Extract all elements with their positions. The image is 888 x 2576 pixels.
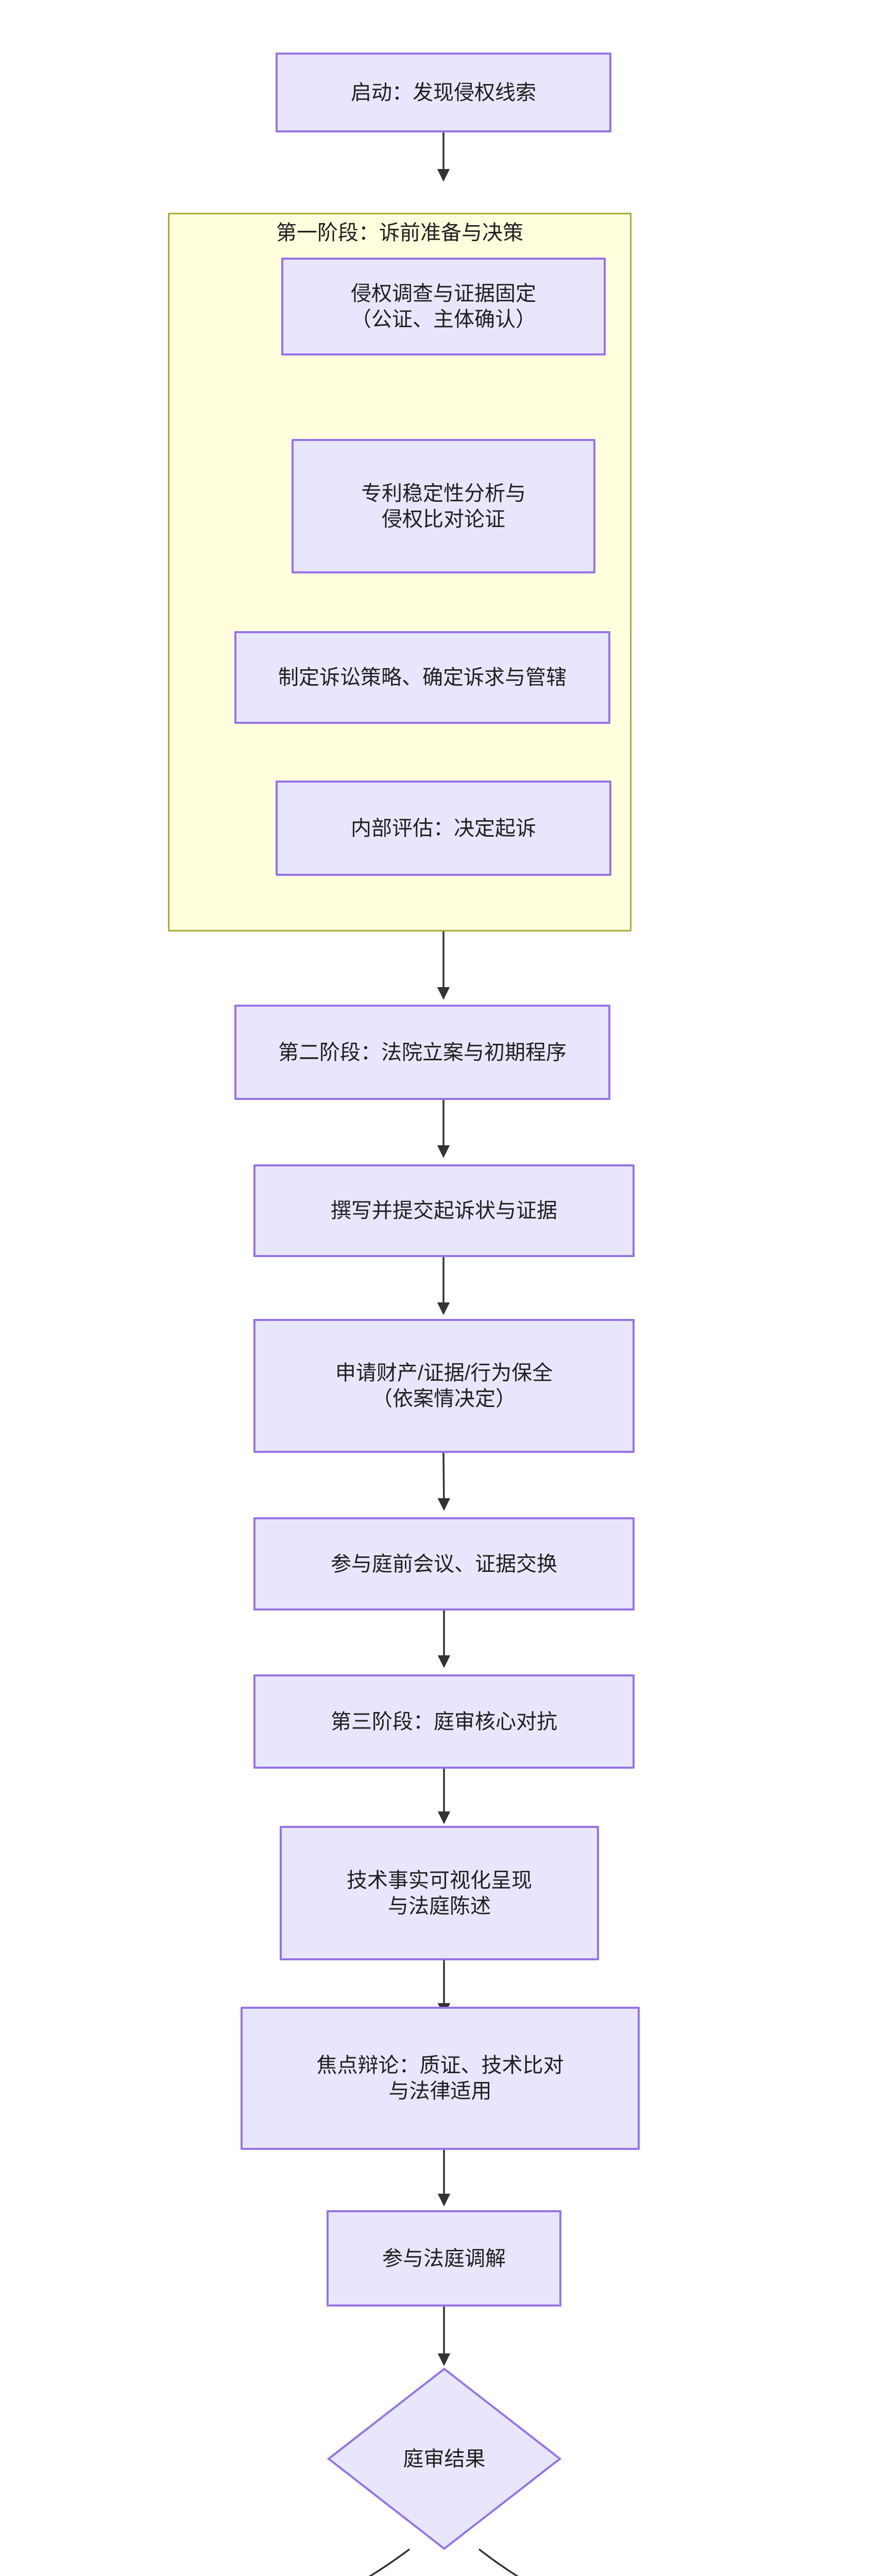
- node-visualize-label-line1: 技术事实可视化呈现: [347, 1869, 532, 1892]
- node-pretrial-label: 参与庭前会议、证据交换: [331, 1552, 557, 1575]
- node-debate-label-line2: 与法律适用: [388, 2080, 492, 2103]
- node-stability-label: 专利稳定性分析与 侵权比对论证: [361, 481, 526, 532]
- node-debate[interactable]: 焦点辩论：质证、技术比对 与法律适用: [241, 2007, 640, 2150]
- node-investigate-label: 侵权调查与证据固定 （公证、主体确认）: [351, 281, 536, 332]
- node-debate-label-line1: 焦点辩论：质证、技术比对: [316, 2054, 564, 2077]
- node-phase3-label: 第三阶段：庭审核心对抗: [331, 1710, 557, 1733]
- node-evaluate-label: 内部评估：决定起诉: [351, 817, 536, 840]
- node-start-label: 启动：发现侵权线索: [351, 81, 536, 104]
- node-investigate-label-line1: 侵权调查与证据固定: [351, 282, 536, 305]
- node-start[interactable]: 启动：发现侵权线索: [276, 53, 611, 132]
- node-stability-label-line2: 侵权比对论证: [382, 507, 505, 531]
- node-complaint-label: 撰写并提交起诉状与证据: [331, 1199, 557, 1222]
- node-phase2-label: 第二阶段：法院立案与初期程序: [278, 1041, 567, 1064]
- node-strategy[interactable]: 制定诉讼策略、确定诉求与管辖: [234, 631, 610, 724]
- node-mediation[interactable]: 参与法庭调解: [327, 2210, 561, 2307]
- node-visualize[interactable]: 技术事实可视化呈现 与法庭陈述: [280, 1826, 599, 1960]
- node-pretrial[interactable]: 参与庭前会议、证据交换: [253, 1517, 635, 1611]
- node-mediation-label: 参与法庭调解: [382, 2247, 506, 2270]
- node-complaint[interactable]: 撰写并提交起诉状与证据: [253, 1164, 635, 1257]
- diamond-shape: [327, 2367, 562, 2550]
- node-visualize-label-line2: 与法庭陈述: [388, 1894, 491, 1918]
- node-preserve-label: 申请财产/证据/行为保全 （依案情决定）: [335, 1360, 553, 1412]
- node-investigate[interactable]: 侵权调查与证据固定 （公证、主体确认）: [281, 258, 606, 355]
- node-strategy-label: 制定诉讼策略、确定诉求与管辖: [278, 666, 567, 689]
- node-evaluate[interactable]: 内部评估：决定起诉: [276, 781, 611, 876]
- node-visualize-label: 技术事实可视化呈现 与法庭陈述: [347, 1868, 532, 1919]
- node-debate-label: 焦点辩论：质证、技术比对 与法律适用: [317, 2053, 564, 2104]
- node-preserve-label-line1: 申请财产/证据/行为保全: [335, 1362, 553, 1384]
- node-phase2[interactable]: 第二阶段：法院立案与初期程序: [234, 1005, 610, 1100]
- node-stability-label-line1: 专利稳定性分析与: [361, 482, 526, 505]
- node-preserve-label-line2: （依案情决定）: [371, 1387, 516, 1410]
- subgraph-phase1-title: 第一阶段：诉前准备与决策: [276, 222, 523, 244]
- node-outcome[interactable]: 庭审结果: [327, 2367, 562, 2550]
- node-investigate-label-line2: （公证、主体确认）: [351, 308, 536, 331]
- node-phase3[interactable]: 第三阶段：庭审核心对抗: [253, 1674, 635, 1769]
- node-preserve[interactable]: 申请财产/证据/行为保全 （依案情决定）: [253, 1319, 635, 1453]
- node-stability[interactable]: 专利稳定性分析与 侵权比对论证: [292, 439, 595, 573]
